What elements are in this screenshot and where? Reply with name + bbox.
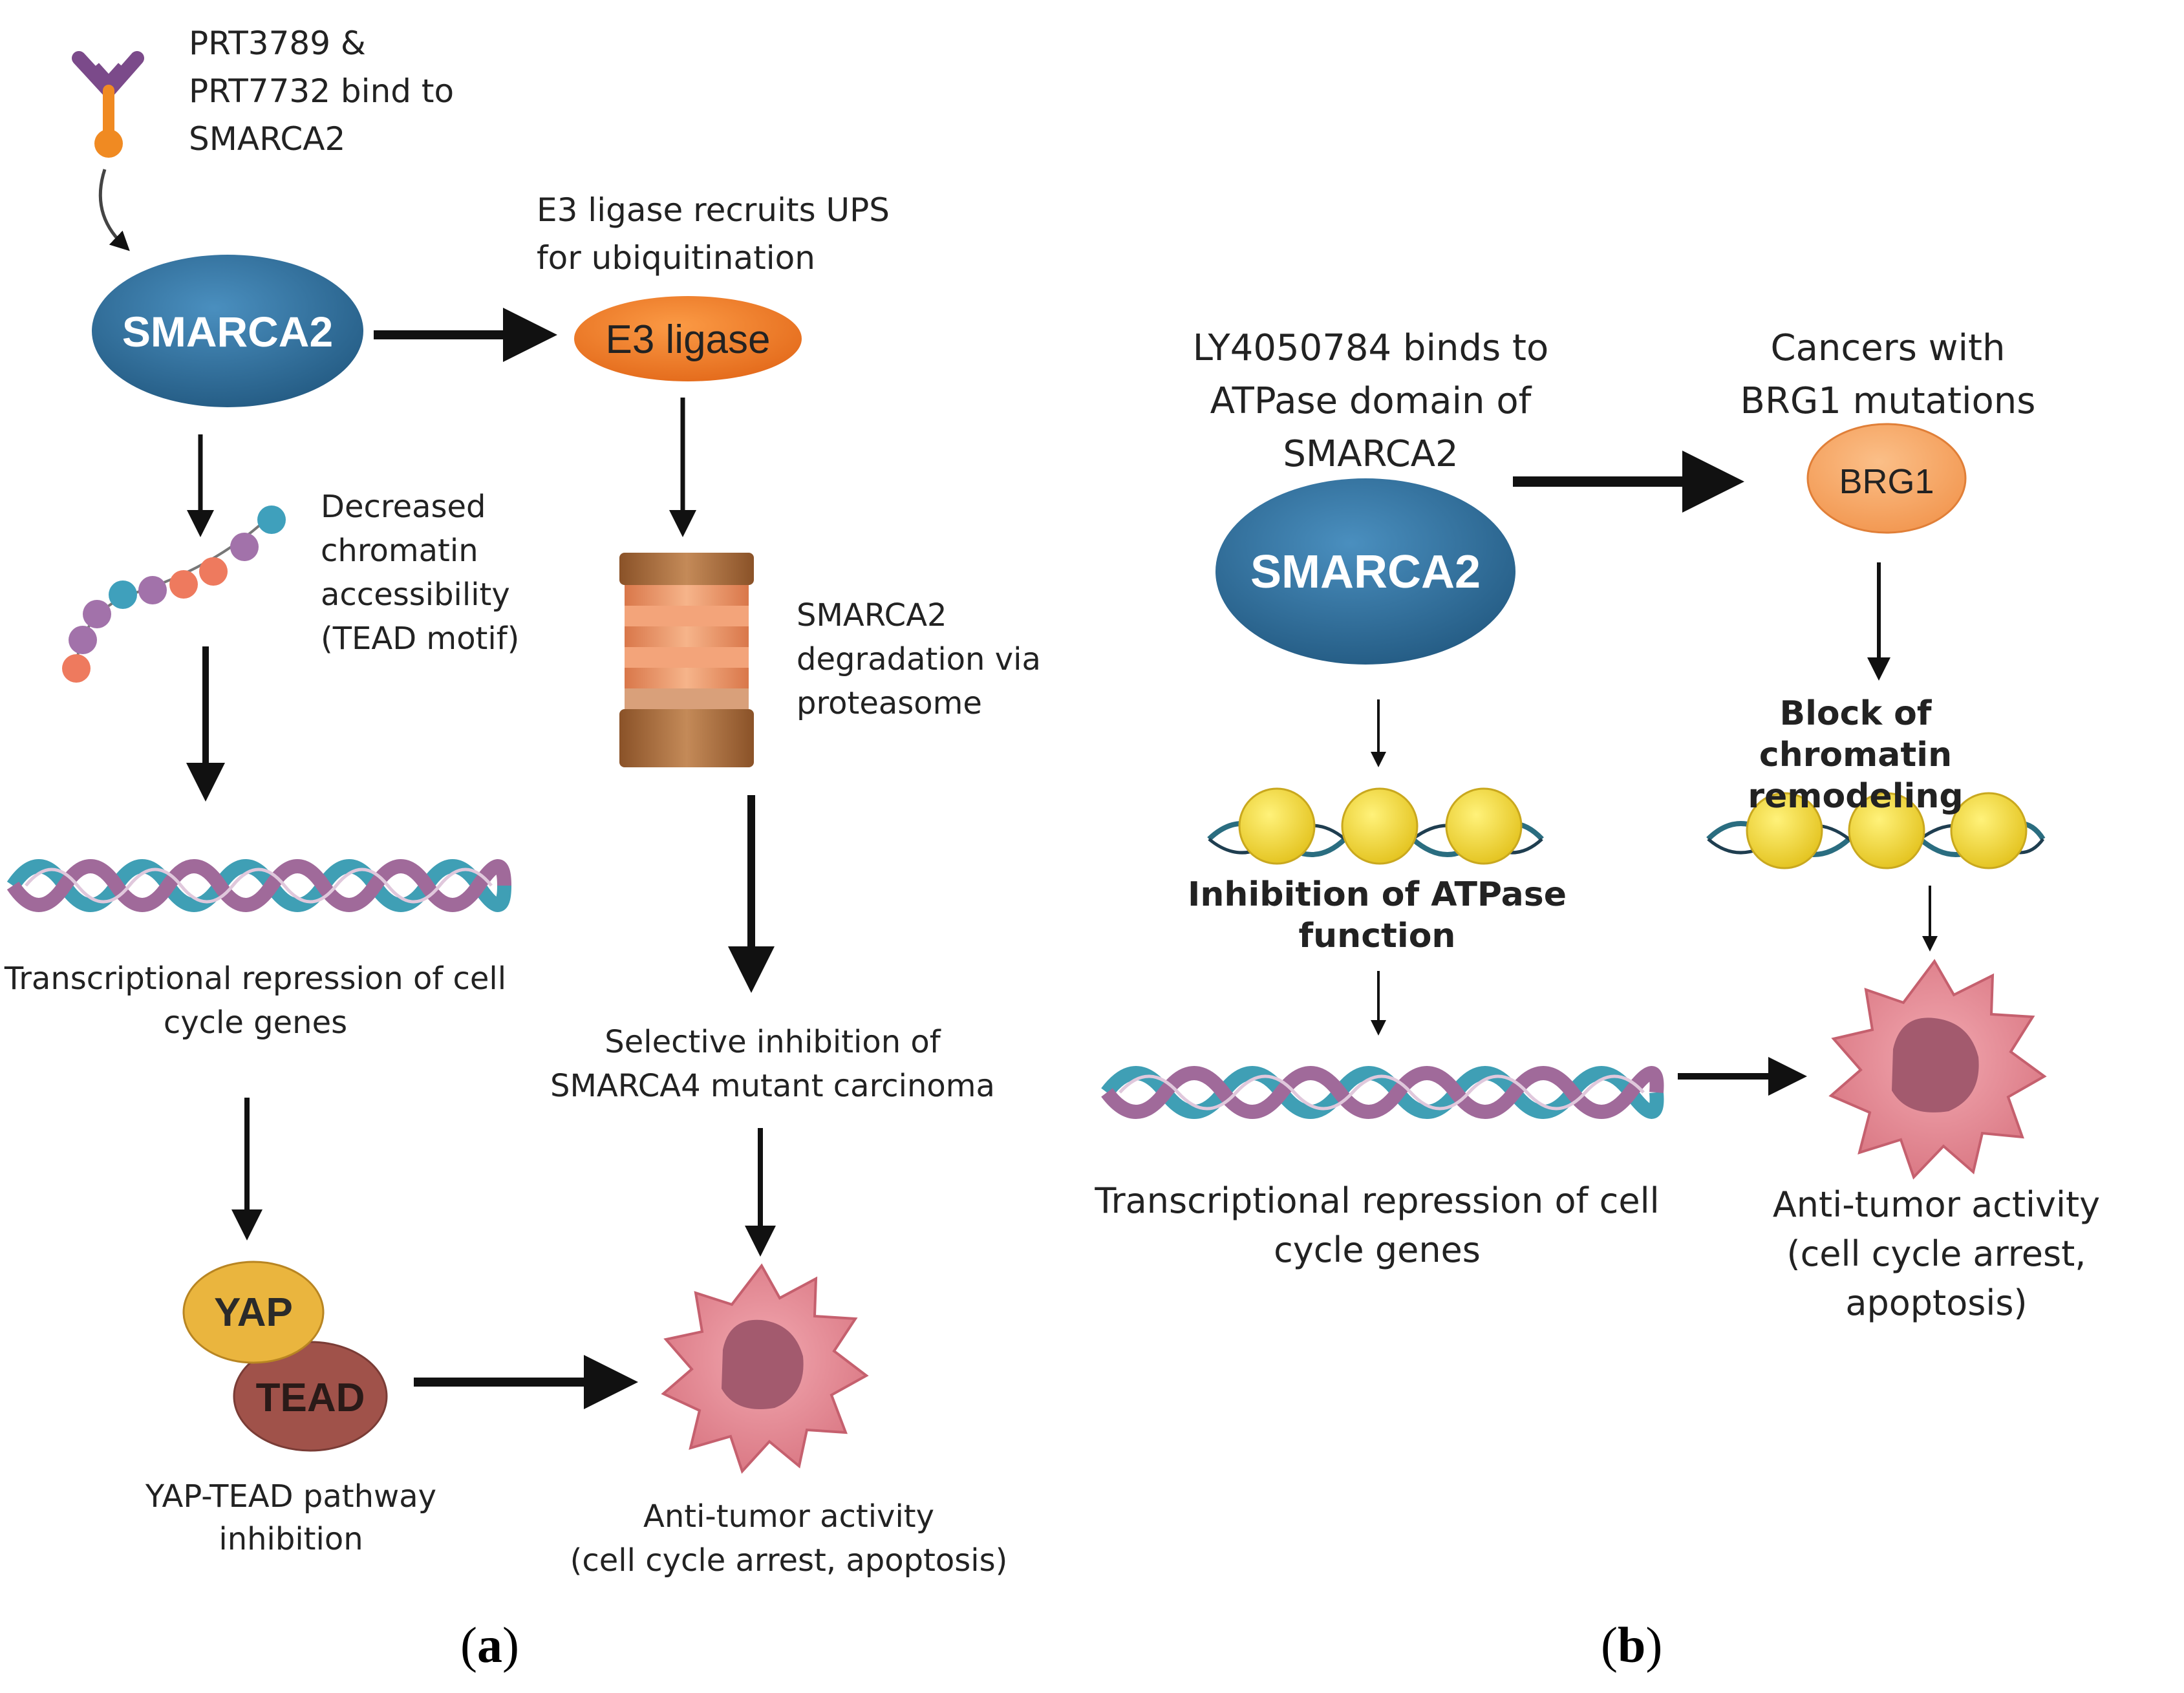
- chromatin-line-3: accessibility: [321, 577, 510, 613]
- selective-line-2: SMARCA4 mutant carcinoma: [550, 1068, 995, 1104]
- block-line-2: remodeling: [1748, 777, 1964, 816]
- proteasome-line-3: proteasome: [797, 685, 982, 721]
- e3-caption: E3 ligase recruits UPS for ubiquitinatio…: [537, 186, 890, 282]
- selective-label: Selective inhibition of SMARCA4 mutant c…: [543, 1020, 1002, 1108]
- proteasome-line-1: SMARCA2: [797, 597, 947, 634]
- antibody-line-2: PRT7732 bind to: [189, 72, 455, 110]
- antitumor-label-a: Anti-tumor activity (cell cycle arrest, …: [556, 1495, 1022, 1582]
- chromatin-beads-icon: [62, 506, 286, 683]
- panel-letter-a: a: [476, 1617, 502, 1673]
- transcription-a-line-2: cycle genes: [163, 1005, 348, 1041]
- proteasome-line-2: degradation via: [797, 641, 1041, 677]
- tumor-cell-a: [661, 1263, 869, 1474]
- proteasome-label: SMARCA2 degradation via proteasome: [797, 593, 1041, 725]
- brg1-caption-line-1: Cancers with: [1770, 327, 2006, 369]
- transcription-label-a: Transcriptional repression of cell cycle…: [0, 957, 511, 1045]
- proteasome-icon: [619, 553, 754, 767]
- yap-tead-line-1: YAP-TEAD pathway: [145, 1478, 437, 1515]
- yap-oval: [182, 1261, 325, 1364]
- transcription-b-line-2: cycle genes: [1274, 1230, 1481, 1270]
- e3-caption-line-2: for ubiquitination: [537, 239, 815, 277]
- atpase-line-2: function: [1298, 917, 1456, 955]
- transcription-b-line-1: Transcriptional repression of cell: [1095, 1180, 1660, 1221]
- chromatin-line-1: Decreased: [321, 489, 486, 525]
- e3-caption-line-1: E3 ligase recruits UPS: [537, 191, 890, 229]
- antitumor-a-line-1: Anti-tumor activity: [643, 1498, 935, 1535]
- smarca2-oval-a: [92, 255, 363, 407]
- antitumor-a-line-2: (cell cycle arrest, apoptosis): [570, 1542, 1008, 1579]
- ly-label: LY4050784 binds to ATPase domain of SMAR…: [1144, 322, 1597, 481]
- chromatin-line-2: chromatin: [321, 533, 478, 569]
- curved-arrow: [98, 169, 130, 251]
- nucleosome-row-left: [1207, 787, 1544, 865]
- smarca2-label-a: SMARCA2: [122, 308, 334, 356]
- block-label: Block of chromatin remodeling: [1681, 693, 2030, 817]
- tumor-cell-b: [1828, 959, 2047, 1180]
- ly-line-3: SMARCA2: [1283, 433, 1459, 475]
- transcription-a-line-1: Transcriptional repression of cell: [4, 961, 507, 997]
- e3-ligase-oval: [574, 296, 802, 381]
- antitumor-b-line-2: (cell cycle arrest, apoptosis): [1786, 1233, 2086, 1323]
- antibody-icon: [72, 51, 144, 158]
- brg1-caption-line-2: BRG1 mutations: [1740, 380, 2036, 422]
- atpase-label: Inhibition of ATPase function: [1177, 874, 1578, 957]
- nucleosome-row-right: [1706, 792, 2046, 869]
- antibody-line-1: PRT3789 &: [189, 25, 366, 62]
- tead-label: TEAD: [255, 1376, 365, 1420]
- yap-tead-caption: YAP-TEAD pathway inhibition: [116, 1475, 466, 1560]
- e3-ligase-label: E3 ligase: [605, 317, 771, 362]
- panel-label-a: (a): [460, 1617, 519, 1673]
- dna-helix-b: [1101, 1066, 1664, 1119]
- dna-helix-a: [6, 859, 511, 912]
- panel-label-b: (b): [1601, 1617, 1663, 1673]
- antitumor-label-b: Anti-tumor activity (cell cycle arrest, …: [1694, 1180, 2179, 1328]
- block-line-1: Block of chromatin: [1759, 694, 1953, 774]
- smarca2-label-b: SMARCA2: [1250, 546, 1481, 598]
- antibody-label: PRT3789 & PRT7732 bind to SMARCA2: [189, 19, 454, 163]
- yap-label: YAP: [214, 1290, 293, 1335]
- chromatin-label: Decreased chromatin accessibility (TEAD …: [321, 485, 519, 661]
- panel-letter-b: b: [1617, 1617, 1646, 1673]
- ly-line-1: LY4050784 binds to: [1192, 327, 1549, 369]
- atpase-line-1: Inhibition of ATPase: [1188, 875, 1567, 914]
- antitumor-b-line-1: Anti-tumor activity: [1772, 1184, 2101, 1225]
- yap-tead-line-2: inhibition: [219, 1521, 363, 1557]
- brg1-caption: Cancers with BRG1 mutations: [1700, 322, 2075, 428]
- selective-line-1: Selective inhibition of: [605, 1024, 941, 1060]
- ly-line-2: ATPase domain of: [1210, 380, 1532, 422]
- transcription-label-b: Transcriptional repression of cell cycle…: [1093, 1177, 1662, 1275]
- antibody-line-3: SMARCA2: [189, 120, 346, 158]
- chromatin-line-4: (TEAD motif): [321, 621, 520, 657]
- brg1-oval: [1806, 423, 1967, 534]
- brg1-label: BRG1: [1839, 462, 1934, 501]
- smarca2-oval-b: [1215, 478, 1515, 665]
